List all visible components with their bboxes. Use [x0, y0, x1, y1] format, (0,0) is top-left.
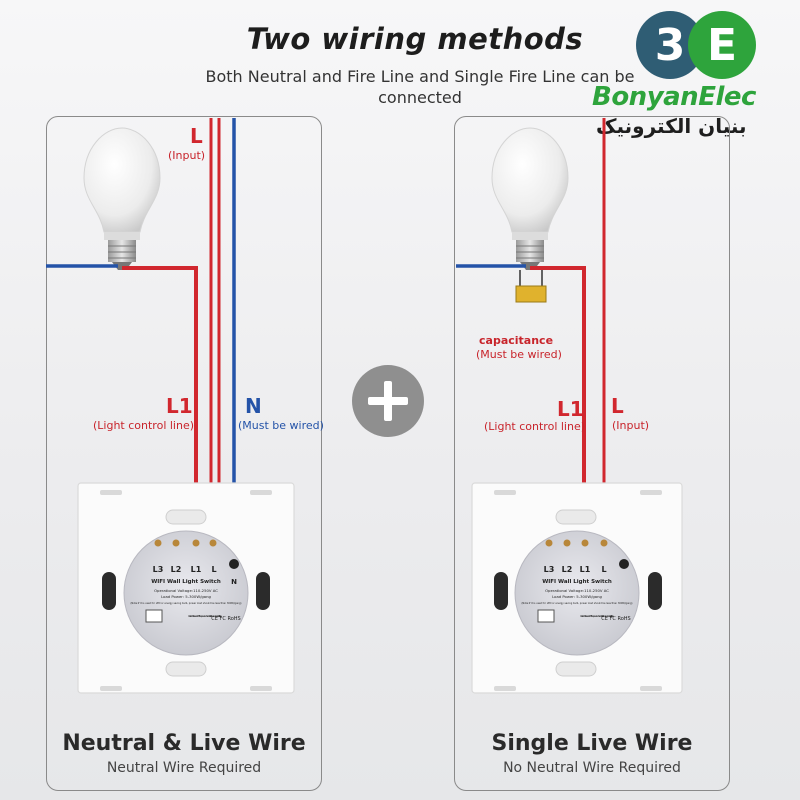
left-caption-sub: Neutral Wire Required: [106, 760, 262, 776]
brand-logo: 3 E: [636, 11, 756, 79]
switch-spec2-right: Load Power: 5-300W/gang: [552, 594, 602, 599]
logo-circle-right: [688, 11, 756, 79]
left-caption-title: Neutral & Live Wire: [62, 731, 306, 756]
left-label-n-note: (Must be wired): [238, 419, 324, 432]
switch-spec1-left: Operational Voltage:110-250V AC: [154, 588, 218, 593]
switch-product-left: WIFI Wall Light Switch: [151, 579, 221, 585]
terminal-n-left: N: [231, 578, 237, 586]
terminal-l2-right: L2: [562, 565, 573, 574]
left-caption: Neutral & Live Wire Neutral Wire Require…: [46, 731, 322, 776]
switch-spec3-right: (Note:if it is used for LED or energy sa…: [521, 602, 632, 605]
right-label-capacitance: capacitance: [479, 334, 554, 347]
left-panel: [46, 116, 322, 791]
switch-caution-right: Caution: Please cut off the power when i…: [580, 615, 614, 618]
logo-mark-left: 3: [655, 20, 686, 71]
light-bulb-left: [83, 127, 161, 270]
terminal-l3-right: L3: [544, 565, 555, 574]
l1-wire-left: [122, 266, 198, 540]
switch-marks-left: CE FC RoHS: [211, 616, 240, 622]
switch-caution-left: Caution: Please cut off the power when i…: [188, 615, 222, 618]
switch-spec2-left: Load Power: 5-300W/gang: [161, 594, 211, 599]
switch-left: [77, 482, 295, 694]
l1-wire-right: [530, 266, 586, 540]
left-label-n: N: [245, 394, 262, 418]
brand-name: BonyanElec: [592, 82, 756, 112]
switch-product-right: WIFI Wall Light Switch: [542, 579, 612, 585]
right-panel: [454, 116, 730, 791]
switch-spec3-left: (Note:if it is used for LED or energy sa…: [130, 602, 241, 605]
logo-mark-right: E: [707, 20, 737, 71]
light-bulb-right: [491, 127, 569, 270]
switch-spec1-right: Operational Voltage:110-250V AC: [545, 588, 609, 593]
right-label-l: L: [611, 394, 624, 418]
right-caption-title: Single Live Wire: [491, 731, 693, 756]
terminal-l-left: L: [211, 565, 216, 574]
right-label-l1: L1: [557, 397, 584, 421]
page-title: Two wiring methods: [246, 22, 584, 56]
switch-right: [471, 482, 683, 694]
right-caption: Single Live Wire No Neutral Wire Require…: [454, 731, 730, 776]
page-subtitle: Both Neutral and Fire Line and Single Fi…: [205, 67, 635, 107]
left-label-l1: L1: [166, 394, 193, 418]
capacitor: [515, 270, 547, 303]
right-label-l-note: (Input): [612, 419, 650, 432]
logo-circle-left: [636, 11, 704, 79]
terminal-l1-left: L1: [191, 565, 202, 574]
left-label-l1-note: (Light control line): [93, 419, 195, 432]
right-caption-sub: No Neutral Wire Required: [503, 760, 681, 776]
left-label-l-note: (Input): [168, 149, 206, 162]
terminal-l1-right: L1: [580, 565, 591, 574]
right-label-l1-note: (Light control line): [484, 420, 586, 433]
right-label-capacitance-note: (Must be wired): [476, 348, 562, 361]
switch-marks-right: CE FC RoHS: [601, 616, 630, 622]
terminal-l-right: L: [601, 565, 606, 574]
terminal-l3-left: L3: [153, 565, 164, 574]
left-label-l: L: [190, 124, 203, 148]
terminal-l2-left: L2: [171, 565, 182, 574]
